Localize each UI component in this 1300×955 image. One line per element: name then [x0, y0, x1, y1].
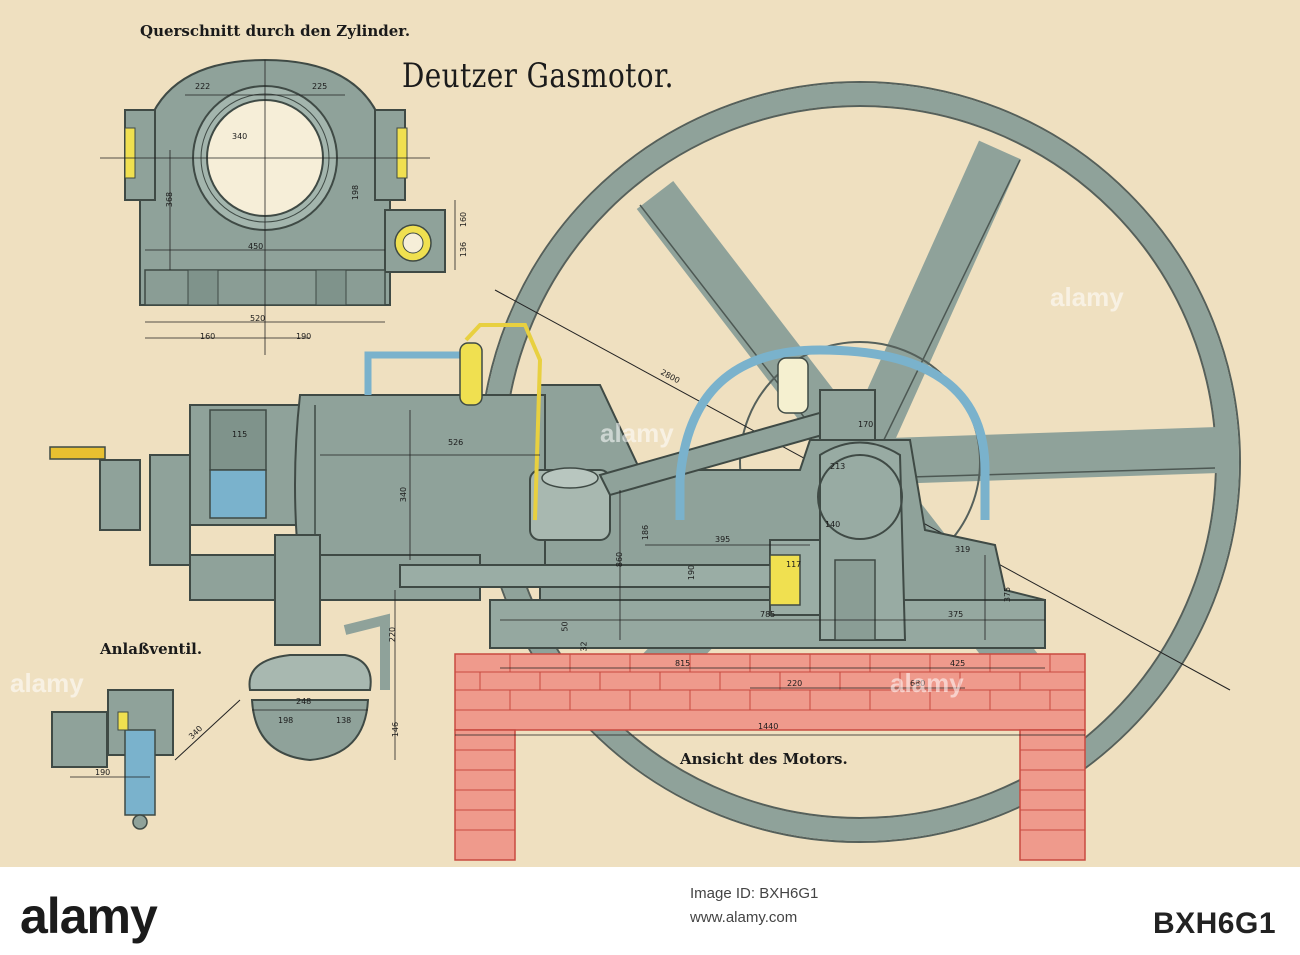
dimension-labels: 222 225 340 368 198 450 520 160 190 160 …	[95, 82, 1013, 777]
dim-label: 213	[830, 462, 846, 471]
brick-foundation	[454, 653, 1086, 861]
lower-valve-gear	[248, 534, 390, 762]
engine-frame	[489, 384, 1046, 649]
dim-label: 785	[760, 610, 776, 619]
dim-label: 319	[955, 545, 971, 554]
watermark: alamy	[890, 668, 964, 698]
start-valve-drawing	[51, 689, 241, 830]
dim-label: 375	[1003, 586, 1013, 603]
website-line[interactable]: www.alamy.com	[690, 909, 798, 926]
dim-label: 146	[391, 721, 401, 738]
dim-label: 160	[459, 211, 469, 228]
dim-label: 190	[687, 564, 697, 581]
dim-label: 117	[786, 560, 802, 569]
pipes	[364, 323, 543, 521]
dim-label: 375	[948, 610, 964, 619]
dim-label: 248	[296, 697, 312, 706]
dim-label: 186	[641, 524, 651, 541]
dim-label: 222	[195, 82, 211, 91]
crank-assembly	[598, 345, 990, 606]
start-valve-label: Anlaßventil.	[100, 640, 203, 658]
dim-label: 115	[232, 430, 248, 439]
dim-label: 160	[200, 332, 216, 341]
dim-label: 340	[232, 132, 248, 141]
dim-label: 680	[910, 679, 926, 688]
dim-label: 198	[278, 716, 294, 725]
dim-label: 860	[615, 551, 625, 568]
dim-label: 368	[165, 191, 175, 208]
dim-label: 190	[95, 768, 111, 777]
dim-label: 170	[858, 420, 874, 429]
cross-section-label: Querschnitt durch den Zylinder.	[140, 22, 411, 40]
dimension-lines	[252, 410, 1085, 760]
dim-label: 50	[560, 621, 570, 632]
dim-label: 138	[336, 716, 352, 725]
dim-label: 220	[787, 679, 803, 688]
dim-label: 140	[825, 520, 841, 529]
cylinder-cross-section	[100, 58, 456, 355]
watermark: alamy	[10, 668, 84, 698]
dim-label: 225	[312, 82, 328, 91]
dim-label: 520	[250, 314, 266, 323]
dim-label: 198	[351, 184, 361, 201]
dim-label: 340	[187, 723, 205, 742]
image-code: BXH6G1	[1152, 907, 1276, 940]
dim-label: 32	[579, 641, 589, 652]
dim-label: 815	[675, 659, 691, 668]
dim-label: 395	[715, 535, 731, 544]
dim-label: 1440	[758, 722, 779, 731]
footer-bar: alamy Image ID: BXH6G1 www.alamy.com BXH…	[0, 867, 1300, 955]
dim-label: 450	[248, 242, 264, 251]
dim-label: 526	[448, 438, 464, 447]
diagram-title: Deutzer Gasmotor.	[402, 56, 674, 96]
dim-label: 136	[459, 241, 469, 258]
engineering-drawing	[49, 58, 1241, 861]
image-id-line: Image ID: BXH6G1	[690, 885, 819, 902]
dim-label: 2800	[659, 367, 682, 386]
watermark: alamy	[1050, 282, 1124, 312]
dim-label: 425	[950, 659, 966, 668]
engine-view-label: Ansicht des Motors.	[680, 750, 848, 768]
watermark: alamy	[600, 418, 674, 448]
dim-label: 340	[399, 486, 409, 503]
dim-label: 190	[296, 332, 312, 341]
footer-logo[interactable]: alamy	[20, 888, 158, 944]
dim-label: 220	[388, 626, 398, 643]
